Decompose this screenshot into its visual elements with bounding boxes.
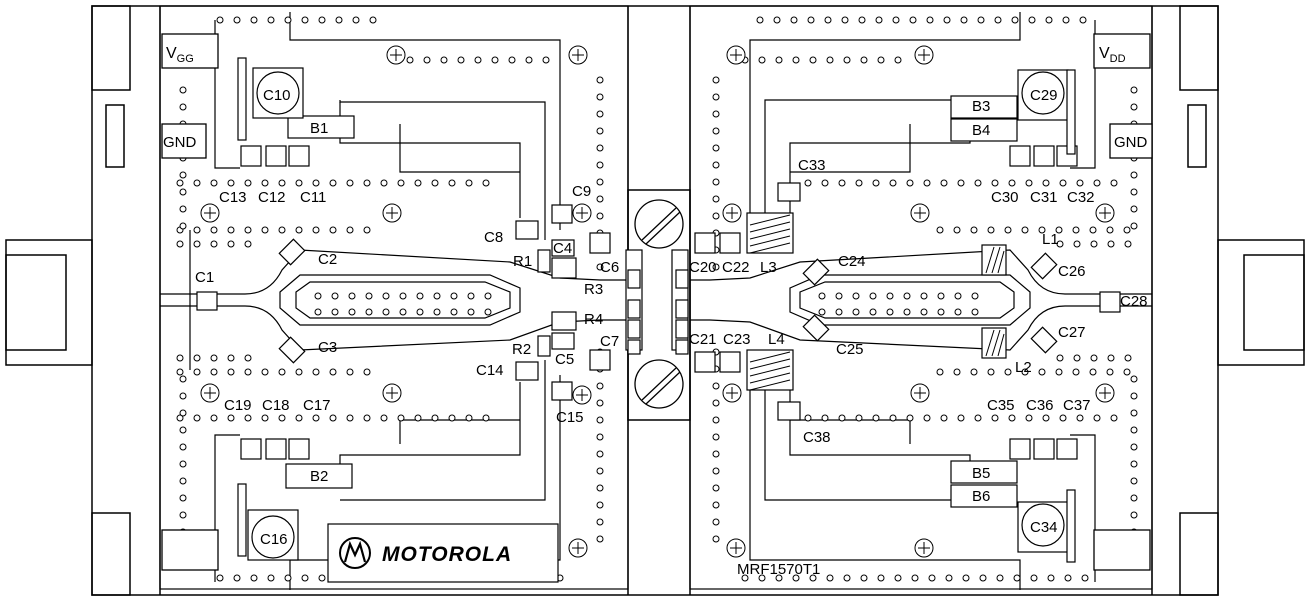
center-screws — [634, 199, 684, 409]
label-c10: C10 — [263, 87, 291, 104]
label-c17: C17 — [303, 397, 331, 414]
label-c11: C11 — [300, 189, 326, 206]
gnd-left-label: GND — [163, 134, 197, 151]
label-c6: C6 — [600, 259, 619, 276]
label-c8: C8 — [484, 229, 503, 246]
label-c14: C14 — [476, 362, 504, 379]
label-c12: C12 — [258, 189, 286, 206]
svg-text:VGG: VGG — [166, 45, 194, 65]
vdd-label: V — [1099, 45, 1110, 62]
label-r4: R4 — [584, 311, 603, 328]
label-c7: C7 — [600, 333, 619, 350]
label-c13: C13 — [219, 189, 247, 206]
label-c31: C31 — [1030, 189, 1058, 206]
label-c18: C18 — [262, 397, 290, 414]
left-board — [159, 5, 629, 590]
label-c26: C26 — [1058, 263, 1086, 280]
label-r1: R1 — [513, 253, 532, 270]
label-c9: C9 — [572, 183, 591, 200]
terminal-boxes — [161, 33, 1153, 571]
label-c16: C16 — [260, 531, 288, 548]
motorola-logo-block: MOTOROLA — [327, 523, 559, 583]
label-b6: B6 — [972, 488, 990, 505]
label-c36: C36 — [1026, 397, 1054, 414]
label-c1: C1 — [195, 269, 214, 286]
label-b1: B1 — [310, 120, 328, 137]
label-c33: C33 — [798, 157, 826, 174]
label-c38: C38 — [803, 429, 831, 446]
vdd-subscript: DD — [1110, 53, 1126, 65]
label-b2: B2 — [310, 468, 328, 485]
device — [625, 249, 689, 355]
component-labels: C10 B1 C13 C12 C11 C2 C1 C3 C19 C18 C17 … — [195, 87, 1148, 548]
label-c28: C28 — [1120, 293, 1148, 310]
right-board — [689, 5, 1153, 590]
label-c2: C2 — [318, 251, 337, 268]
label-c15: C15 — [556, 409, 584, 426]
label-c19: C19 — [224, 397, 252, 414]
svg-text:VDD: VDD — [1099, 45, 1126, 65]
label-c25: C25 — [836, 341, 864, 358]
label-r3: R3 — [584, 281, 603, 298]
label-c29: C29 — [1030, 87, 1058, 104]
inductor-windings — [749, 214, 1005, 391]
vgg-subscript: GG — [177, 53, 194, 65]
label-c4: C4 — [553, 240, 572, 257]
label-r2: R2 — [512, 341, 531, 358]
vgg-label: V — [166, 45, 177, 62]
logo-text: MOTOROLA — [382, 543, 512, 566]
label-c23: C23 — [723, 331, 751, 348]
gnd-right-label: GND — [1114, 134, 1148, 151]
label-c34: C34 — [1030, 519, 1058, 536]
label-l3: L3 — [760, 259, 777, 276]
label-b3: B3 — [972, 98, 990, 115]
via-holes — [176, 16, 1138, 582]
label-c35: C35 — [987, 397, 1015, 414]
label-c24: C24 — [838, 253, 866, 270]
label-b4: B4 — [972, 122, 990, 139]
label-b5: B5 — [972, 465, 990, 482]
label-l1: L1 — [1042, 231, 1059, 248]
label-c21: C21 — [689, 331, 717, 348]
label-c30: C30 — [991, 189, 1019, 206]
label-c27: C27 — [1058, 324, 1086, 341]
label-c37: C37 — [1063, 397, 1091, 414]
label-c20: C20 — [689, 259, 717, 276]
power-labels: VGG VDD GND GND — [163, 45, 1148, 151]
label-c22: C22 — [722, 259, 750, 276]
component-pads — [196, 57, 1121, 563]
label-c32: C32 — [1067, 189, 1095, 206]
label-l2: L2 — [1015, 359, 1032, 376]
part-number: MRF1570T1 — [737, 561, 820, 578]
label-c3: C3 — [318, 339, 337, 356]
label-c5: C5 — [555, 351, 574, 368]
label-l4: L4 — [768, 331, 785, 348]
